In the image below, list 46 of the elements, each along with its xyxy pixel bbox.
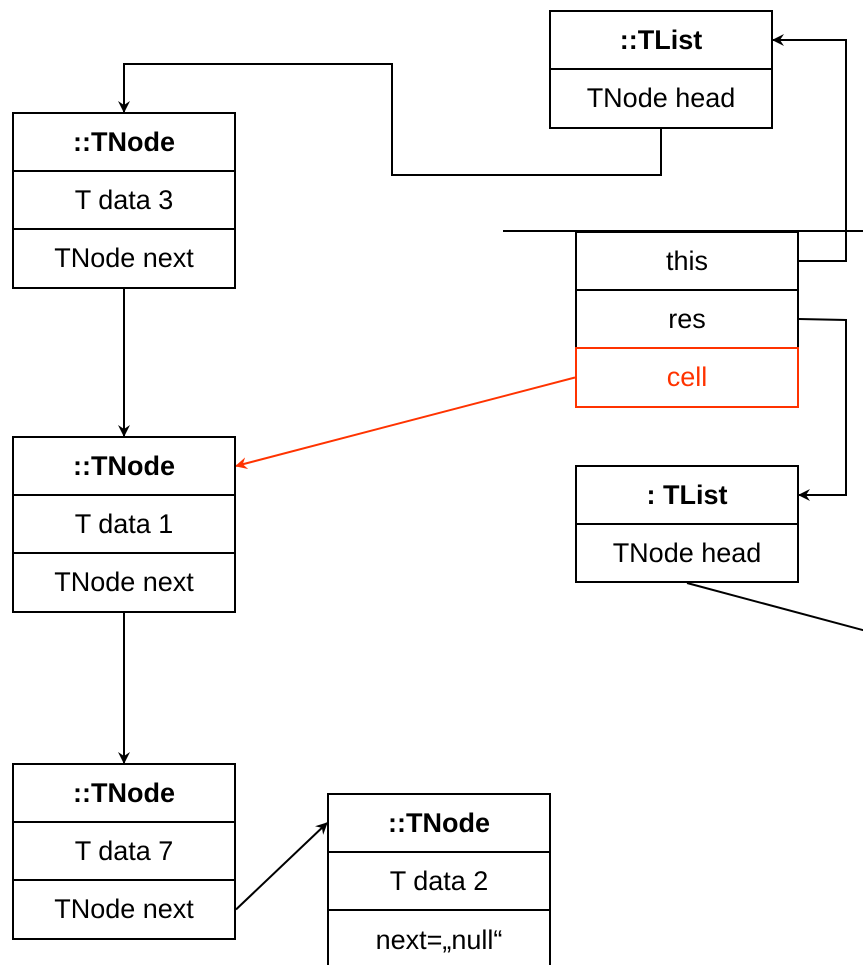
class-name: ::TNode xyxy=(73,780,175,806)
field-label: next=„null“ xyxy=(376,926,502,954)
field-box xyxy=(327,909,551,965)
class-header-box xyxy=(12,763,236,823)
class-name: ::TNode xyxy=(73,128,175,156)
arrow xyxy=(118,613,130,764)
arrow xyxy=(118,289,130,437)
field-label: T data 3 xyxy=(74,186,174,214)
class-name: ::TNode xyxy=(388,810,490,836)
class-header-box xyxy=(549,10,773,70)
field-label: TNode next xyxy=(54,569,194,596)
class-header-box xyxy=(575,465,799,525)
arrow xyxy=(235,376,576,470)
arrow xyxy=(798,318,847,501)
field-label: T data 2 xyxy=(390,868,488,894)
field-label: T data 1 xyxy=(74,510,174,538)
field-label: T data 7 xyxy=(74,838,174,864)
field-label: TNode head xyxy=(612,540,762,566)
field-box xyxy=(575,289,799,349)
arrow xyxy=(235,822,328,910)
arrow xyxy=(118,63,662,176)
class-name: : TList xyxy=(646,482,728,508)
field-label: res xyxy=(668,306,706,332)
field-label: this xyxy=(666,248,708,274)
class-header-box xyxy=(12,436,236,496)
class-name: ::TList xyxy=(620,26,702,54)
field-box xyxy=(12,170,236,230)
class-name: ::TNode xyxy=(73,452,175,480)
field-box xyxy=(575,231,799,291)
field-box xyxy=(12,821,236,881)
field-box xyxy=(12,552,236,613)
field-label: TNode next xyxy=(54,245,194,272)
field-label: TNode head xyxy=(586,85,736,112)
field-box xyxy=(575,523,799,583)
field-box xyxy=(12,494,236,554)
field-box xyxy=(12,879,236,940)
class-header-box xyxy=(327,793,551,853)
highlighted-field-box xyxy=(575,347,799,408)
connector-line xyxy=(686,582,863,633)
arrow xyxy=(772,34,847,262)
field-label: TNode next xyxy=(54,896,194,923)
field-box xyxy=(549,68,773,129)
class-header-box xyxy=(12,112,236,172)
field-box xyxy=(12,228,236,289)
field-label: cell xyxy=(666,364,708,391)
field-box xyxy=(327,851,551,911)
